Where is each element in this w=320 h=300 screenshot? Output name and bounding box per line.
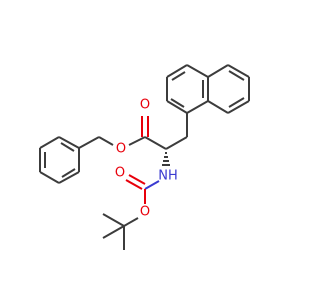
- bond-methyl: [102, 225, 125, 239]
- structure-canvas: O O NH O O: [39, 64, 250, 250]
- bond-double-inner: [60, 142, 75, 152]
- bond: [207, 64, 229, 78]
- bond-carbonyl: [125, 179, 143, 190]
- bond: [144, 180, 160, 190]
- bond: [186, 100, 209, 114]
- bond: [186, 64, 209, 78]
- bond: [227, 64, 250, 78]
- bond: [39, 136, 60, 149]
- atom-oxygen-ester-carbonyl: O: [140, 98, 150, 113]
- bond: [123, 217, 139, 227]
- benzyl-ring: [39, 136, 80, 184]
- bond: [227, 100, 250, 114]
- atom-nitrogen-amide: NH: [158, 169, 178, 184]
- bond-double-inner: [170, 98, 185, 108]
- bond: [207, 100, 229, 114]
- bond: [144, 136, 167, 150]
- bond: [58, 171, 80, 184]
- bond-double-inner: [228, 70, 245, 81]
- bond: [128, 136, 146, 146]
- stereo-hash-wedge: [162, 152, 170, 166]
- bond: [166, 64, 188, 78]
- naphthalene-ring-system: [166, 64, 250, 114]
- atom-oxygen-ester-single: O: [116, 142, 126, 157]
- bond: [39, 171, 60, 184]
- bond: [98, 136, 114, 146]
- bond-double-inner: [228, 97, 245, 108]
- bond: [58, 136, 80, 149]
- bond-carbonyl: [128, 174, 146, 185]
- atom-oxygen-carbamate-carbonyl: O: [115, 166, 125, 181]
- bond-double-inner: [171, 71, 186, 81]
- bond-double-inner: [61, 168, 76, 178]
- molecule-diagram: O O NH O O: [39, 64, 250, 250]
- bond-methyl: [102, 213, 125, 227]
- bond: [78, 136, 100, 149]
- bond: [165, 136, 188, 150]
- bond: [166, 100, 188, 114]
- atom-oxygen-carbamate-single: O: [140, 205, 150, 220]
